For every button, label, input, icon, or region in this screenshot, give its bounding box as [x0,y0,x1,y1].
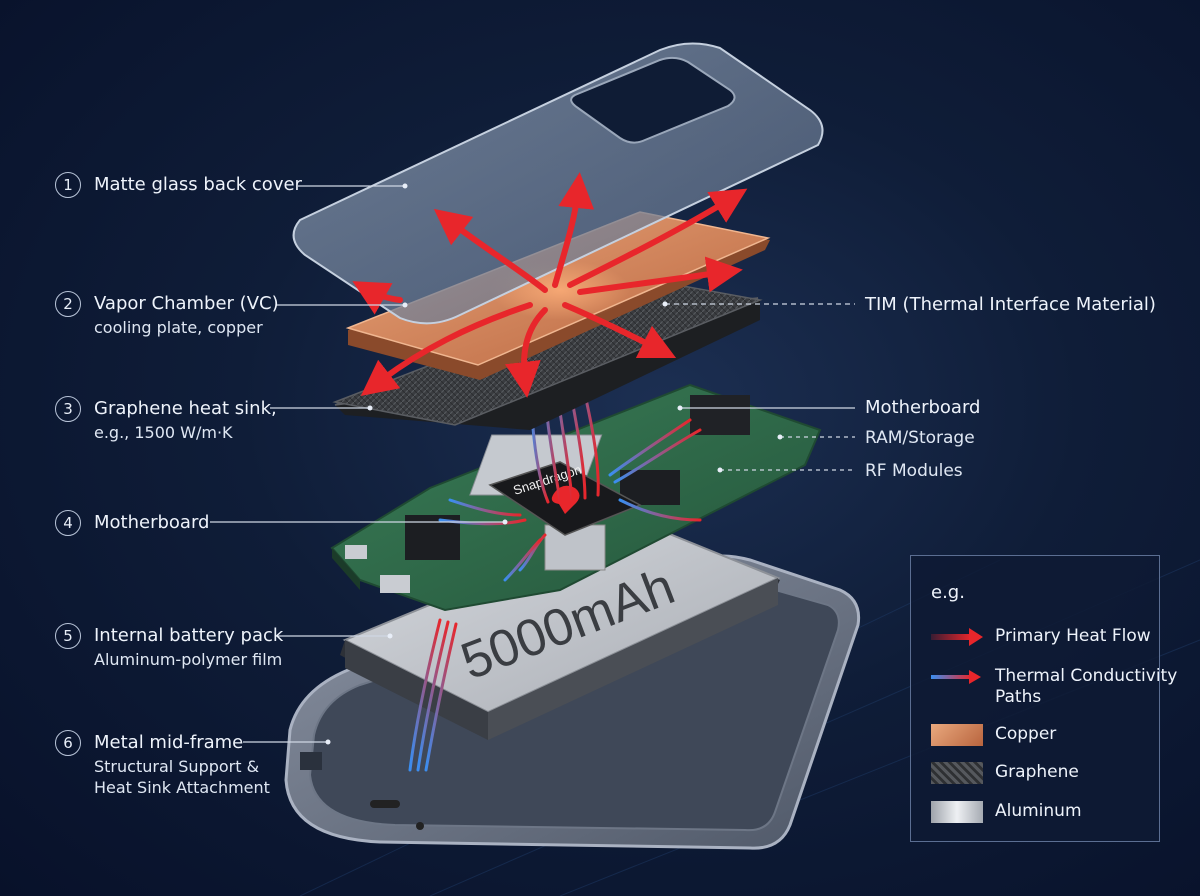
callout-rf-modules: RF Modules [865,461,963,481]
callout-graphene-heat-sink-sub: e.g., 1500 W/m·K [94,423,233,442]
legend-item-primary-heat-flow: Primary Heat Flow [911,626,1161,666]
callout-tim: TIM (Thermal Interface Material) [865,294,1156,315]
legend-item-copper: Copper [911,724,1161,764]
callout-battery-pack: Internal battery pack [94,625,284,646]
callout-number-4: 4 [55,510,81,536]
legend-item-thermal-conductivity: Thermal Conductivity Paths [911,666,1177,707]
legend-label-thermal-conductivity-2: Paths [995,687,1042,707]
legend-item-aluminum: Aluminum [911,801,1161,841]
legend-panel: e.g. Primary Heat Flow Th [910,555,1177,842]
callout-graphene-heat-sink: Graphene heat sink, [94,398,277,419]
callout-mid-frame-sub2: Heat Sink Attachment [94,778,270,797]
legend-title: e.g. [931,582,965,603]
legend-label-thermal-conductivity: Thermal Conductivity [995,666,1178,686]
callout-number-6: 6 [55,730,81,756]
legend-label-primary-heat-flow: Primary Heat Flow [995,626,1151,646]
callout-motherboard: Motherboard [94,512,210,533]
aluminum-swatch [931,801,983,823]
copper-swatch [931,724,983,746]
callout-motherboard-right: Motherboard [865,397,981,418]
callout-vapor-chamber-sub: cooling plate, copper [94,318,263,337]
motherboard: Snapdragon [330,383,822,612]
leader-lines [210,185,855,743]
callout-number-5: 5 [55,623,81,649]
callout-number-1: 1 [55,172,81,198]
callout-mid-frame-sub: Structural Support & [94,757,260,776]
callout-vapor-chamber: Vapor Chamber (VC) [94,293,279,314]
graphene-swatch [931,762,983,784]
camera-cutout [570,56,736,144]
battery-pack: 5000mAh [340,518,781,740]
blue-red-arrow-icon [931,670,981,684]
callout-mid-frame: Metal mid-frame [94,732,244,753]
ram-storage-chip [690,395,750,435]
callout-battery-pack-sub: Aluminum-polymer film [94,650,283,669]
primary-heat-flow-arrows [352,172,748,398]
callout-ram-storage: RAM/Storage [865,428,975,448]
callout-number-2: 2 [55,291,81,317]
glass-back-cover [292,42,824,325]
callout-glass-back-cover: Matte glass back cover [94,174,302,195]
red-arrow-icon [931,628,983,646]
legend-item-graphene: Graphene [911,762,1161,802]
legend-label-graphene: Graphene [995,762,1079,782]
legend-label-aluminum: Aluminum [995,801,1082,821]
callout-number-3: 3 [55,396,81,422]
legend-label-copper: Copper [995,724,1057,744]
